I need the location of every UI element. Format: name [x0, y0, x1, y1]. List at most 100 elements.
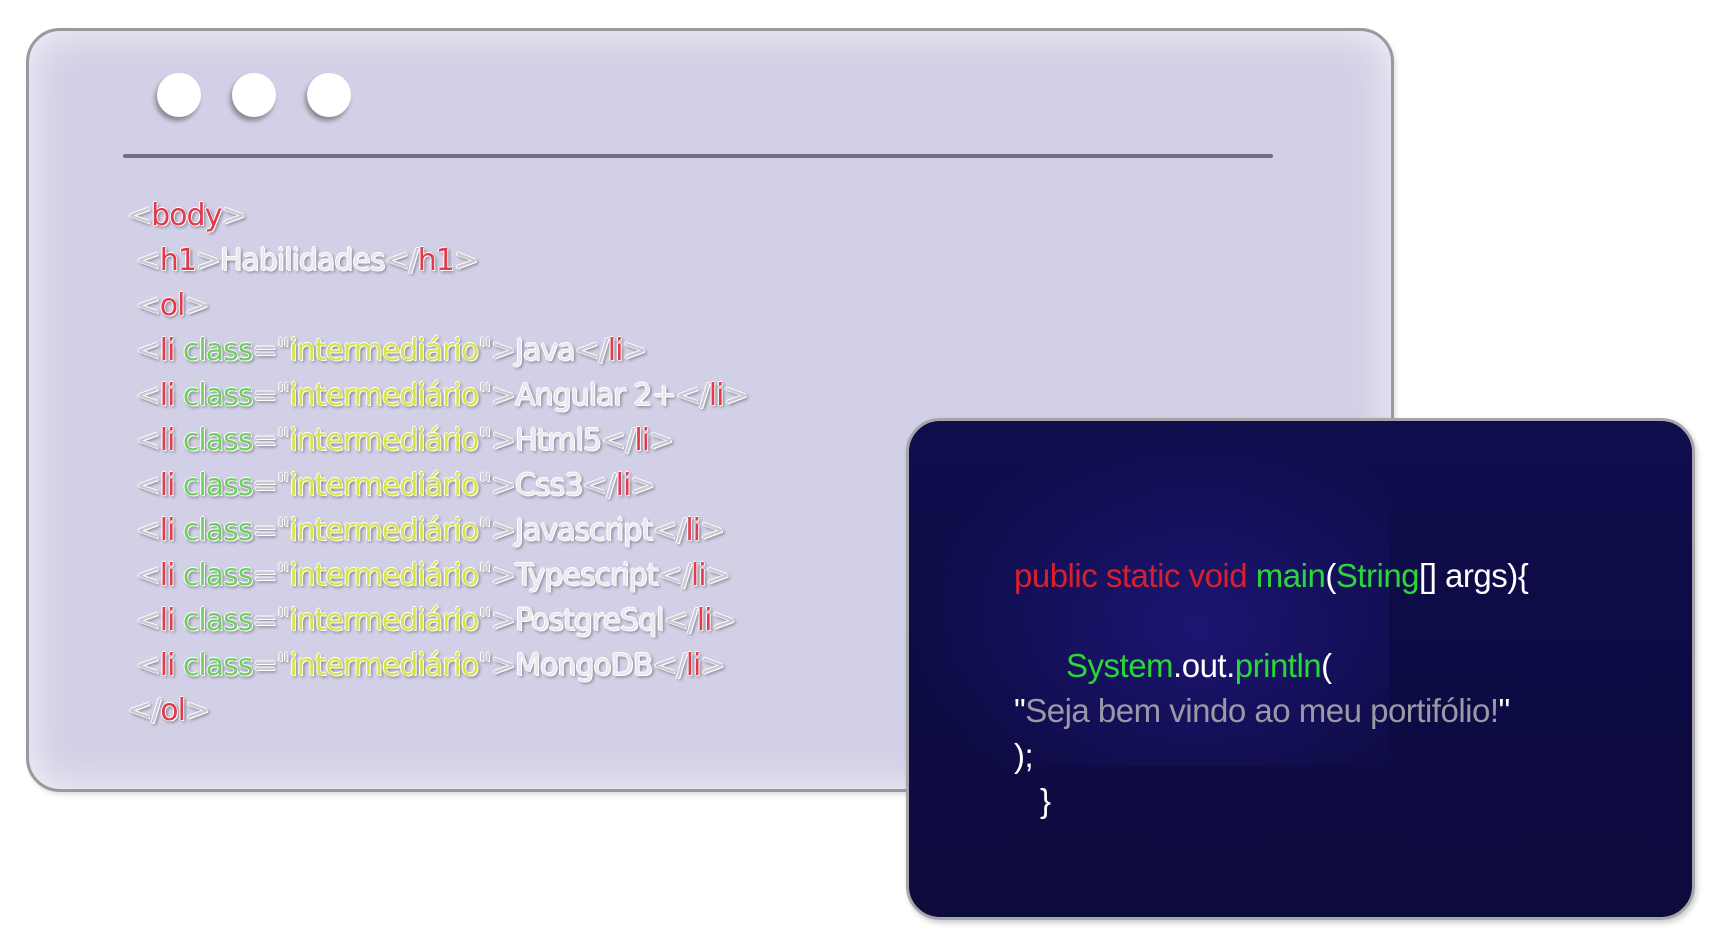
html-code-line: <li class="intermediário">MongoDB</li>: [127, 643, 748, 688]
java-code-line: System.out.println(: [1014, 643, 1528, 688]
code-token-punct: >: [453, 243, 479, 278]
code-token-val: intermediário: [289, 513, 479, 548]
html-code-line: <h1>Habilidades</h1>: [127, 238, 748, 283]
html-code-line: <li class="intermediário">PostgreSql</li…: [127, 598, 748, 643]
code-token-punct: </: [582, 468, 616, 503]
code-token-punct: >: [705, 558, 731, 593]
html-code-window: <body> <h1>Habilidades</h1> <ol> <li cla…: [26, 28, 1394, 792]
code-token-punct: >: [221, 198, 246, 233]
html-code-line: <li class="intermediário">Java</li>: [127, 328, 748, 373]
window-dot-1[interactable]: [157, 73, 201, 117]
code-token-wh: ": [1498, 692, 1511, 729]
code-token-punct: <: [135, 333, 161, 368]
java-code-line: [1014, 598, 1528, 643]
code-token-attr: class: [182, 333, 253, 368]
code-token-tag: li: [685, 513, 701, 548]
code-token-tag: ol: [159, 288, 186, 323]
code-token-punct: </: [652, 513, 686, 548]
code-token-punct: =": [252, 468, 290, 503]
window-controls: [157, 73, 351, 117]
java-code-window: public static void main(String[] args){ …: [906, 418, 1695, 920]
code-token-punct: ">: [478, 378, 516, 413]
code-token-punct: ">: [478, 423, 516, 458]
code-token-punct: </: [384, 243, 418, 278]
code-token-punct: <: [135, 513, 161, 548]
code-token-punct: ">: [478, 468, 516, 503]
code-token-attr: class: [182, 513, 253, 548]
window-dot-3[interactable]: [307, 73, 351, 117]
code-token-tag: li: [696, 603, 713, 638]
code-token-txt: Habilidades: [219, 243, 386, 278]
code-indent: [127, 513, 136, 548]
code-token-punct: </: [127, 693, 161, 728]
code-token-punct: >: [630, 468, 655, 503]
code-token-punct: </: [652, 648, 686, 683]
code-token-val: intermediário: [289, 333, 479, 368]
html-code-line: <li class="intermediário">Typescript</li…: [127, 553, 748, 598]
code-token-txt: [174, 648, 183, 683]
code-token-wh: (: [1321, 647, 1332, 684]
code-token-punct: =": [252, 423, 290, 458]
code-token-tag: li: [708, 378, 725, 413]
code-indent: [127, 288, 136, 323]
java-code-block: public static void main(String[] args){ …: [1014, 553, 1529, 823]
code-indent: [127, 333, 136, 368]
html-code-line: <li class="intermediário">Css3</li>: [127, 463, 748, 508]
code-token-punct: >: [622, 333, 647, 368]
code-token-punct: ">: [478, 558, 516, 593]
code-token-txt: Javascript: [515, 513, 653, 548]
code-token-wh: );: [1014, 737, 1034, 774]
code-token-tag: li: [159, 333, 176, 368]
code-token-punct: <: [135, 378, 161, 413]
code-token-tag: li: [159, 423, 176, 458]
code-token-val: intermediário: [289, 558, 479, 593]
code-token-attr: class: [182, 423, 253, 458]
code-token-tag: li: [159, 378, 176, 413]
code-token-fn: String: [1335, 557, 1420, 594]
window-dot-2[interactable]: [232, 73, 276, 117]
code-token-tag: h1: [159, 243, 197, 278]
code-token-punct: <: [135, 558, 161, 593]
code-token-punct: >: [195, 243, 221, 278]
code-token-attr: class: [182, 558, 253, 593]
code-token-tag: li: [159, 513, 176, 548]
code-token-txt: Typescript: [515, 558, 659, 593]
code-token-str: Seja bem vindo ao meu portifólio!: [1025, 692, 1499, 729]
code-token-punct: ">: [478, 603, 516, 638]
code-token-tag: li: [634, 423, 650, 458]
code-indent: [127, 243, 136, 278]
code-token-wh: (: [1325, 557, 1336, 594]
code-token-punct: <: [135, 603, 161, 638]
code-token-punct: =": [252, 333, 290, 368]
code-indent: [127, 378, 136, 413]
code-token-txt: [174, 468, 183, 503]
code-token-wh: .: [1226, 647, 1235, 684]
code-token-txt: [174, 333, 183, 368]
code-token-attr: class: [182, 468, 253, 503]
code-token-tag: body: [151, 198, 222, 233]
code-token-kw: public static void: [1014, 557, 1256, 594]
code-token-tag: li: [159, 603, 176, 638]
code-token-punct: <: [127, 198, 152, 233]
code-token-val: intermediário: [289, 603, 479, 638]
code-token-val: intermediário: [289, 648, 479, 683]
code-token-txt: PostgreSql: [515, 603, 664, 638]
code-token-fn: System: [1066, 647, 1174, 684]
code-indent: [127, 558, 136, 593]
code-token-tag: ol: [160, 693, 186, 728]
code-token-punct: >: [649, 423, 674, 458]
code-token-txt: Angular 2+: [515, 378, 676, 413]
window-glow: [909, 421, 1389, 766]
java-code-line: );: [1014, 733, 1528, 778]
title-bar-divider: [123, 154, 1273, 158]
code-token-punct: <: [135, 243, 161, 278]
code-indent: [127, 648, 136, 683]
code-token-punct: =": [252, 378, 290, 413]
code-token-tag: li: [159, 648, 176, 683]
code-token-punct: ">: [478, 333, 516, 368]
code-token-tag: h1: [417, 243, 455, 278]
java-code-line: public static void main(String[] args){: [1014, 553, 1529, 598]
code-token-wh: .: [1173, 647, 1182, 684]
code-token-punct: <: [135, 468, 161, 503]
code-token-fn: main: [1255, 557, 1326, 594]
